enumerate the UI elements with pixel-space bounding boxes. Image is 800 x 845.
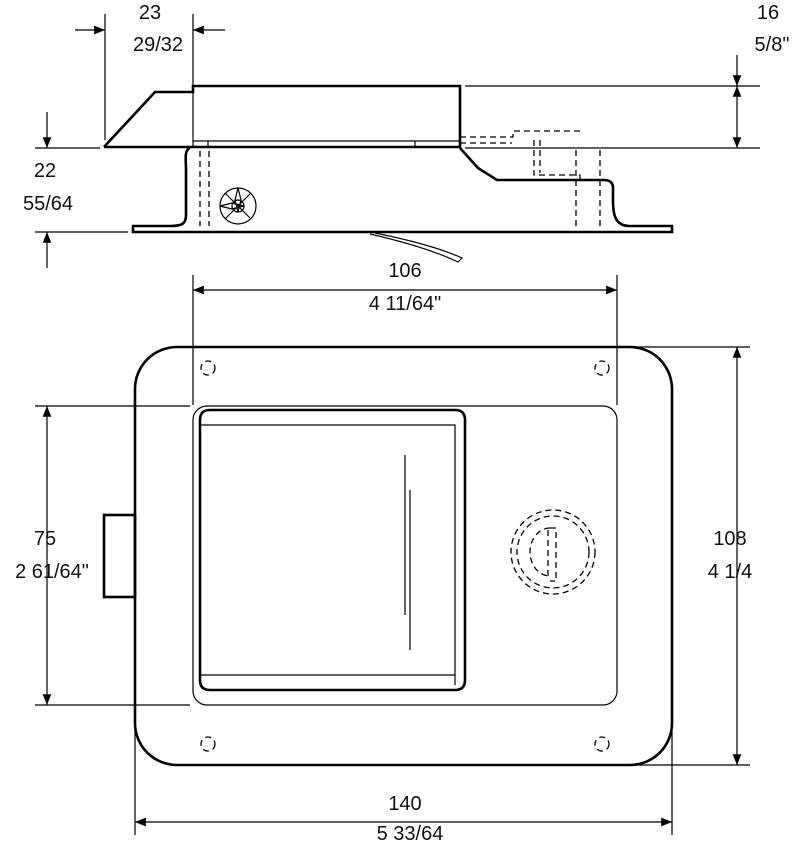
dim-22-inch: 55/64 (23, 193, 73, 215)
housing-body-outline (131, 146, 674, 234)
cam-gear-icon (219, 187, 257, 225)
dimension-labels: 23 29/32 16 5/8" 22 55/64 106 4 11/64" 7… (15, 2, 789, 845)
dim-106-inch: 4 11/64" (369, 293, 441, 315)
rod-tab (369, 232, 464, 263)
mounting-holes (200, 360, 610, 752)
dimension-lines (35, 14, 760, 835)
dim-16-inch: 5/8" (755, 34, 790, 56)
dim-75-mm: 75 (34, 528, 56, 550)
dim-140-inch: 5 33/64 (377, 823, 444, 845)
latch-bolt (102, 513, 137, 599)
dim-108-inch: 4 1/4 (708, 561, 752, 583)
front-view (102, 345, 674, 767)
side-view (103, 84, 674, 263)
dim-140-mm: 140 (388, 793, 421, 815)
dim-23-inch: 29/32 (133, 34, 183, 56)
lock-cylinder-icon (510, 509, 596, 595)
dim-108-mm: 108 (713, 528, 746, 550)
paddle-handle[interactable] (198, 408, 467, 692)
dim-23-mm: 23 (139, 2, 161, 24)
dim-16-mm: 16 (757, 2, 779, 24)
dim-22-mm: 22 (34, 160, 56, 182)
dim-75-inch: 2 61/64" (15, 561, 89, 583)
dim-106-mm: 106 (388, 260, 421, 282)
pan-outline (192, 405, 618, 706)
paddle-cover-outline (103, 84, 462, 149)
